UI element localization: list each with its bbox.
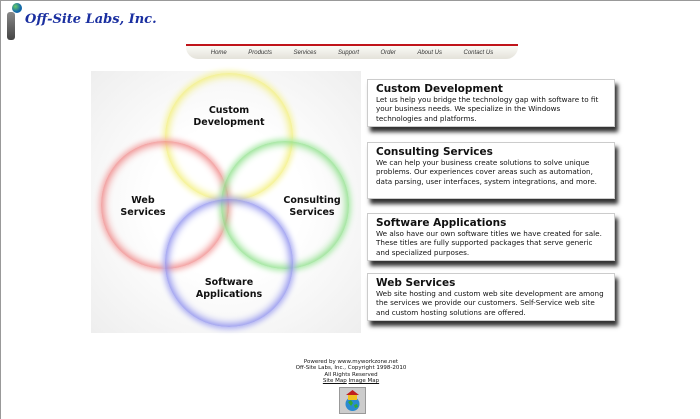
nav-contact-us[interactable]: Contact Us bbox=[463, 49, 494, 56]
nav-services[interactable]: Services bbox=[293, 49, 317, 56]
card-title: Consulting Services bbox=[376, 146, 493, 158]
copyright: Off-Site Labs, Inc., Copyright 1998-2010 bbox=[295, 365, 407, 372]
venn-label-web: Web Services bbox=[120, 195, 166, 218]
home-globe-icon[interactable] bbox=[339, 387, 366, 414]
nav-products[interactable]: Products bbox=[248, 49, 272, 56]
card-text: Web site hosting and custom web site dev… bbox=[376, 289, 604, 317]
logo-text: Off-Site Labs, Inc. bbox=[25, 11, 157, 27]
venn-label-custom: Custom Development bbox=[193, 105, 265, 128]
venn-label-software: Software Applications bbox=[195, 277, 263, 300]
card-text: We also have our own software titles we … bbox=[376, 229, 602, 257]
card-custom-development: Custom Development Let us help you bridg… bbox=[367, 79, 615, 127]
card-text: We can help your business create solutio… bbox=[376, 158, 597, 186]
nav-about-us[interactable]: About Us bbox=[417, 49, 443, 56]
card-title: Web Services bbox=[376, 277, 456, 289]
venn-label-consulting: Consulting Services bbox=[283, 195, 341, 218]
card-title: Custom Development bbox=[376, 83, 503, 95]
card-web-services: Web Services Web site hosting and custom… bbox=[367, 273, 615, 321]
nav-home[interactable]: Home bbox=[210, 49, 227, 56]
card-consulting-services: Consulting Services We can help your bus… bbox=[367, 142, 615, 199]
footer: Powered by www.myworkzone.net Off-Site L… bbox=[271, 359, 431, 385]
nav-support[interactable]: Support bbox=[337, 49, 359, 56]
card-title: Software Applications bbox=[376, 217, 507, 229]
card-text: Let us help you bridge the technology ga… bbox=[376, 95, 599, 123]
nav-bar: Home Products Services Support Order Abo… bbox=[186, 44, 518, 59]
services-venn-diagram[interactable]: Custom Development Web Services Consulti… bbox=[91, 71, 361, 333]
logo[interactable]: Off-Site Labs, Inc. bbox=[3, 3, 157, 41]
image-map-link[interactable]: Image Map bbox=[348, 378, 380, 385]
rights: All Rights Reserved bbox=[324, 371, 378, 378]
site-map-link[interactable]: Site Map bbox=[322, 378, 347, 385]
powered-by: Powered by www.myworkzone.net bbox=[303, 359, 399, 365]
card-software-applications: Software Applications We also have our o… bbox=[367, 213, 615, 261]
nav-order[interactable]: Order bbox=[380, 49, 396, 56]
logo-figure-icon bbox=[3, 3, 22, 41]
